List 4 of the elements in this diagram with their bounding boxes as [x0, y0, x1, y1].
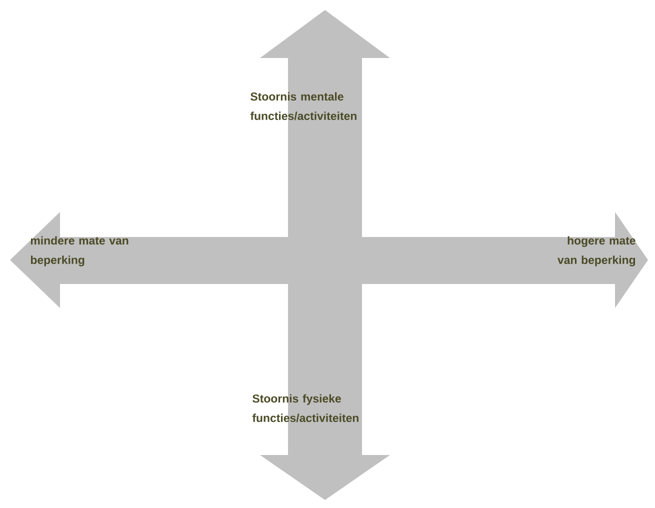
- axis-label: mindere mate van beperking: [30, 236, 128, 266]
- axis-label: Stoornis mentale functies/activiteiten: [250, 92, 356, 120]
- axis-label: hogere mate van beperking: [558, 236, 636, 266]
- axis-label: Stoornis fysieke functies/activiteiten: [252, 394, 358, 422]
